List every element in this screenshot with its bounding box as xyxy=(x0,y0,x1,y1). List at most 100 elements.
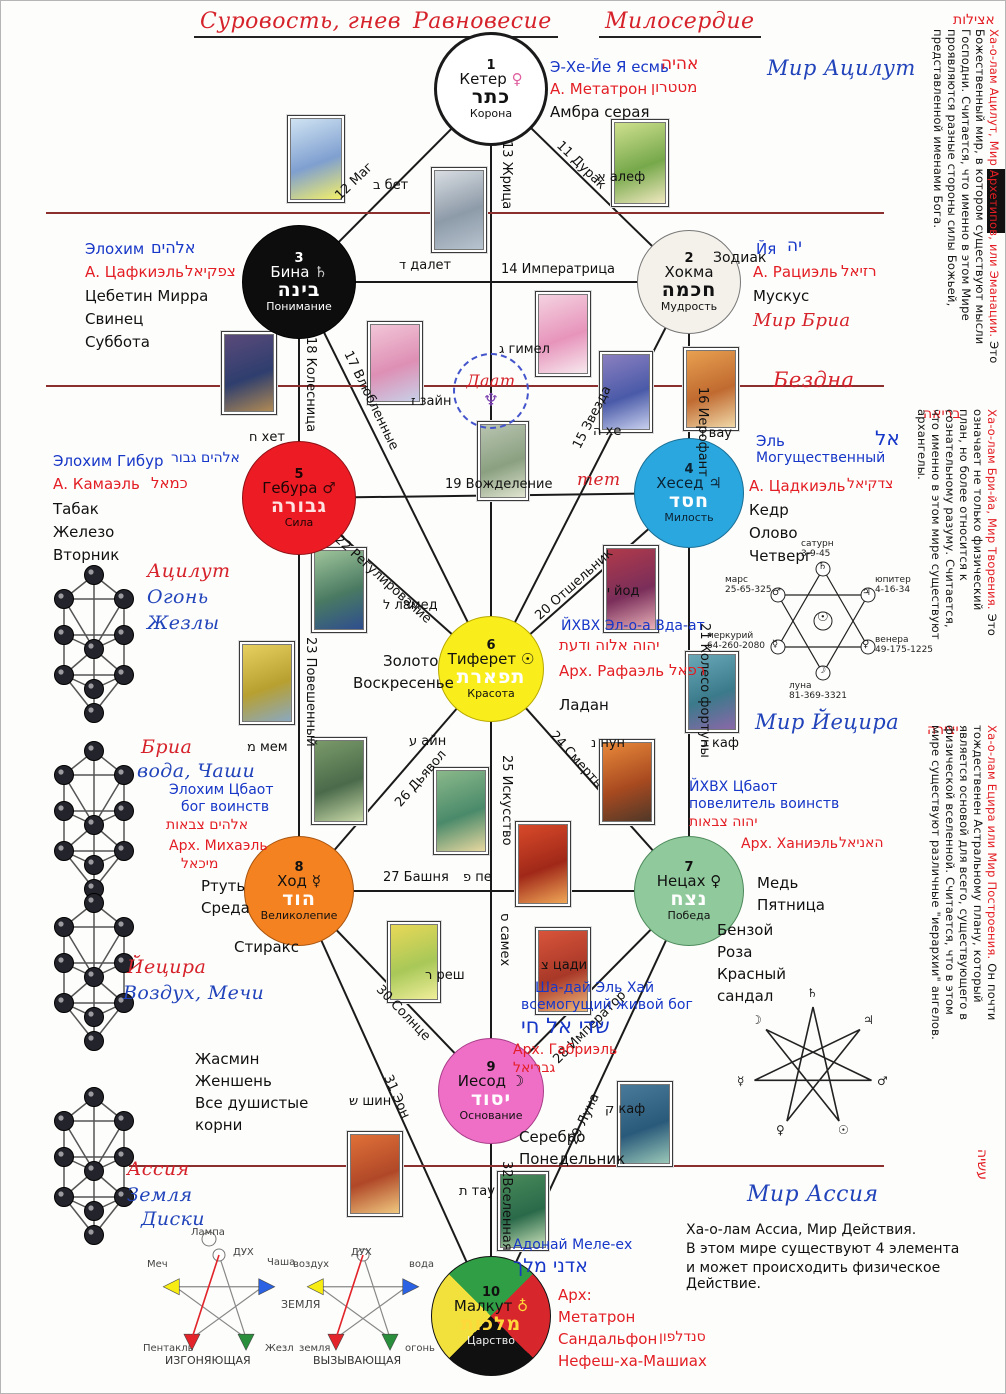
sephira-hebrew-name: נצח xyxy=(670,887,708,910)
planet-symbol: ☽ xyxy=(506,1072,525,1091)
tarot-card-art xyxy=(614,122,666,204)
annotation-label: אצילות xyxy=(953,12,995,28)
sephira-subtitle: Милость xyxy=(664,510,714,524)
handwritten-label: вода, Чаши xyxy=(137,760,256,782)
tarot-card-art xyxy=(606,548,656,630)
annotation-label: Свинец xyxy=(85,310,144,328)
path-letter-label: מ мем xyxy=(247,740,288,755)
annotation-label: Жасмин xyxy=(195,1050,260,1068)
planet-symbol: ♂ xyxy=(317,479,336,498)
annotation-label: ВЫЗЫВАЮЩАЯ xyxy=(313,1354,402,1367)
annotation-label: עשיה xyxy=(974,1149,990,1180)
tarot-card-art xyxy=(434,170,484,250)
tarot-card-art xyxy=(314,550,364,630)
card-26-devil xyxy=(311,737,367,825)
handwritten-label: Йецира xyxy=(127,956,207,978)
path-label: 19 Вожделение xyxy=(445,477,553,492)
annotation-label: А. Камаэль xyxy=(53,475,140,493)
annotation-label: ♄ xyxy=(818,561,827,572)
divider-line-4 xyxy=(987,169,1005,233)
annotation-label: юпитер 4-16-34 xyxy=(875,575,911,596)
card-18-chariot xyxy=(221,331,277,415)
path-label: 14 Императрица xyxy=(501,262,616,277)
sephira-number: 4 xyxy=(684,461,694,477)
annotation-label: В этом мире существуют 4 элемента xyxy=(686,1241,960,1257)
world-text-lead: Ха-о-лам Ацилут, Мир Архетипов, или Эман… xyxy=(987,29,1001,342)
world-text-lead: Ха-о-лам Ецира или Мир Построения. xyxy=(985,725,999,964)
sephira-name: Гебура ♂ xyxy=(262,479,336,498)
annotation-label: ЗЕМЛЯ xyxy=(281,1298,321,1311)
annotation-label: שדי אל חי xyxy=(521,1014,610,1038)
path-letter-label: ת тау xyxy=(459,1184,495,1199)
world-briah-text: Ха-о-лам Бри-йа, Мир Творения. Это означ… xyxy=(915,409,999,643)
card-27-tower xyxy=(515,821,571,907)
planet-symbol: ♀ xyxy=(506,70,523,89)
annotation-label: ☽ xyxy=(817,665,826,676)
path-letter-label: ל ламед xyxy=(383,598,438,613)
annotation-label: и может происходить физическое Действие. xyxy=(686,1260,941,1292)
annotation-label: אלהים xyxy=(151,238,196,257)
annotation-label: אלהים צבאות xyxy=(166,817,249,833)
annotation-label: סנדלפון xyxy=(659,1329,706,1345)
handwritten-label: Воздух, Мечи xyxy=(123,982,265,1004)
annotation-label: יהוה צבאות xyxy=(689,814,758,830)
annotation-label: Элохим Цбаот xyxy=(169,782,274,798)
annotation-label: ЙХВХ Цбаот xyxy=(689,779,778,795)
tarot-card-art xyxy=(686,350,736,428)
annotation-label: בריאה xyxy=(923,406,961,422)
path-letter-label: ו вау xyxy=(701,426,733,441)
sephira-number: 7 xyxy=(684,859,694,875)
annotation-label: אל xyxy=(875,426,900,450)
planet-symbol: ♄ xyxy=(309,263,328,282)
planet-symbol: ☉ xyxy=(516,650,535,669)
annotation-label: Серебро xyxy=(519,1128,586,1146)
annotation-label: ДУХ xyxy=(233,1247,254,1258)
annotation-label: רזיאל xyxy=(841,262,877,280)
handwritten-label: тет xyxy=(577,470,621,490)
sephira-subtitle: Царство xyxy=(467,1333,515,1347)
daat-circle: Даат♆ xyxy=(453,353,529,429)
annotation-label: Зодиак xyxy=(713,250,767,266)
path-letter-label: ש шин xyxy=(349,1094,392,1109)
path-letter-label: ק каф xyxy=(605,1102,646,1117)
annotation-label: צפקיאל xyxy=(185,262,236,280)
handwritten-label: Мир Бриа xyxy=(753,310,851,331)
card-23-hanged-man xyxy=(239,641,295,725)
tarot-card-art xyxy=(538,294,588,374)
annotation-label: Элохим xyxy=(85,240,145,258)
annotation-label: ☽ xyxy=(751,1013,762,1027)
planetary-septagram xyxy=(754,1006,872,1122)
annotation-label: Арх. Михаэль xyxy=(169,838,268,854)
world-text-lead: Ха-о-лам Бри-йа, Мир Творения. xyxy=(985,409,999,614)
tarot-card-art xyxy=(390,924,438,1000)
handwritten-label: Мир Ассия xyxy=(747,1182,879,1207)
sephira-name: Иесод ☽ xyxy=(457,1072,525,1091)
card-12-magician xyxy=(287,115,345,203)
annotation-label: огонь xyxy=(405,1343,435,1354)
annotation-label: Женшень xyxy=(195,1072,272,1090)
tarot-card-art xyxy=(518,824,568,904)
column-title-mercy: Милосердие xyxy=(599,9,761,38)
sephira-subtitle: Мудрость xyxy=(660,299,718,313)
planet-symbol: ☿ xyxy=(306,872,321,891)
annotation-label: Арх. Габриэль xyxy=(513,1042,618,1058)
sephira-name: Тиферет ☉ xyxy=(447,650,535,669)
path-letter-label: ע айн xyxy=(409,734,447,749)
sephira-name: Ход ☿ xyxy=(277,872,321,891)
annotation-label: אלהים גבור xyxy=(171,450,240,466)
annotation-label: Железо xyxy=(53,523,115,541)
annotation-label: вода xyxy=(409,1259,435,1270)
annotation-label: сатурн 3-9-45 xyxy=(801,539,834,560)
card-25-art xyxy=(433,767,489,855)
annotation-label: Йя xyxy=(756,240,777,258)
handwritten-label: Огонь xyxy=(147,586,209,608)
sephira-number: 10 xyxy=(481,1284,501,1300)
sephira-subtitle: Красота xyxy=(467,686,515,700)
world-text-body: Это означает не только физический план, … xyxy=(915,409,999,640)
handwritten-label: Диски xyxy=(141,1208,205,1230)
annotation-label: всемогущий живой бог xyxy=(521,997,693,1013)
